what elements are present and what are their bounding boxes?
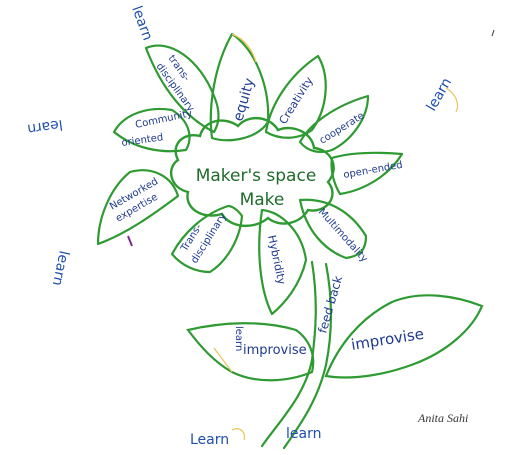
petal-equity: [209, 32, 270, 142]
petal-cooperate: [298, 94, 370, 153]
petal-multimodality: [298, 198, 368, 260]
margin-learn-upper-right: learn: [424, 75, 456, 114]
margin-learn-bottom-2: learn: [286, 426, 321, 442]
petals: [96, 32, 404, 316]
margin-learn-mid-left: learn: [49, 249, 72, 287]
ink-mark: [491, 29, 495, 37]
center-cloud: [169, 117, 335, 227]
leaf-right-label: improvise: [350, 325, 425, 354]
petal-label-equity: equity: [230, 76, 258, 123]
petal-label-hybridity: Hybridity: [265, 234, 288, 286]
petal-open-ended: [330, 151, 404, 196]
petal-label-open-ended: open-ended: [343, 160, 404, 181]
margin-learn-bottom-1: Learn: [190, 432, 229, 448]
center-title: Maker's space: [196, 166, 317, 186]
petal-trans-top: [144, 44, 220, 134]
leaf-left-label: improvise: [243, 343, 307, 358]
ink-mark: [127, 235, 133, 247]
margin-learn-top-left: learn: [128, 4, 155, 43]
petal-label-creativity: Creativity: [277, 74, 316, 126]
right-leaf: [324, 294, 484, 379]
stem: [260, 260, 332, 450]
petal-hybridity: [258, 208, 308, 316]
leaf-left-edge-label: learn: [233, 326, 244, 351]
stem-label-feedback: feed back: [315, 274, 345, 335]
petal-trans-left: [170, 204, 244, 274]
petal-creativity: [264, 54, 327, 139]
signature: Anita Sahi: [417, 411, 468, 425]
petal-community: [112, 107, 191, 153]
margin-learn-upper-left: learn: [26, 116, 63, 137]
left-leaf: [186, 322, 315, 382]
center-subtitle: Make: [240, 190, 285, 210]
petal-networked: [96, 169, 180, 246]
